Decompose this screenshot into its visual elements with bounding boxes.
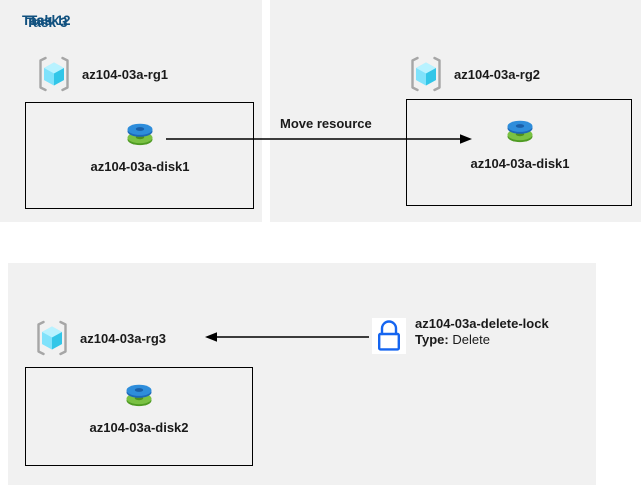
- task-1-resource-box: [25, 102, 254, 209]
- task-2-panel: [270, 0, 641, 222]
- task-2-resource-box: [406, 99, 632, 206]
- delete-lock-group: az104-03a-delete-lock Type: Delete: [372, 316, 549, 354]
- resource-group-rg3-label: az104-03a-rg3: [80, 330, 166, 346]
- delete-lock-type: Type: Delete: [415, 332, 549, 348]
- delete-lock-type-value: Delete: [452, 332, 490, 348]
- move-resource-label: Move resource: [280, 116, 372, 131]
- managed-disk-icon: [120, 115, 160, 155]
- lock-icon: [372, 318, 406, 354]
- move-resource-arrow: [166, 134, 472, 144]
- resource-group-rg1-label: az104-03a-rg1: [82, 66, 168, 82]
- task-3-resource-box: [25, 367, 253, 466]
- delete-lock-arrow: [205, 332, 369, 342]
- task-2-title: Task 2: [29, 13, 71, 28]
- disk-node-task2: az104-03a-disk1: [471, 112, 570, 171]
- task-1-title: Task 1: [22, 13, 64, 28]
- resource-group-rg2: az104-03a-rg2: [406, 54, 540, 94]
- disk-label-task2: az104-03a-disk1: [470, 156, 570, 171]
- task-1-panel: [0, 0, 262, 222]
- resource-group-icon: [34, 54, 74, 94]
- resource-group-rg3: az104-03a-rg3: [32, 318, 166, 358]
- delete-lock-name: az104-03a-delete-lock: [415, 316, 549, 331]
- managed-disk-icon: [500, 112, 540, 152]
- disk-node-task1: az104-03a-disk1: [91, 115, 190, 174]
- resource-group-rg1: az104-03a-rg1: [34, 54, 168, 94]
- task-3-title: Task 3: [26, 15, 68, 30]
- delete-lock-type-key: Type:: [415, 332, 449, 348]
- managed-disk-icon: [119, 376, 159, 416]
- disk-label-task1: az104-03a-disk1: [90, 159, 190, 174]
- resource-group-icon: [32, 318, 72, 358]
- task-3-panel: [8, 263, 596, 485]
- disk-label-task3: az104-03a-disk2: [89, 420, 189, 435]
- disk-node-task3: az104-03a-disk2: [90, 376, 189, 435]
- resource-group-icon: [406, 54, 446, 94]
- delete-lock-text: az104-03a-delete-lock Type: Delete: [415, 316, 549, 349]
- resource-group-rg2-label: az104-03a-rg2: [454, 66, 540, 82]
